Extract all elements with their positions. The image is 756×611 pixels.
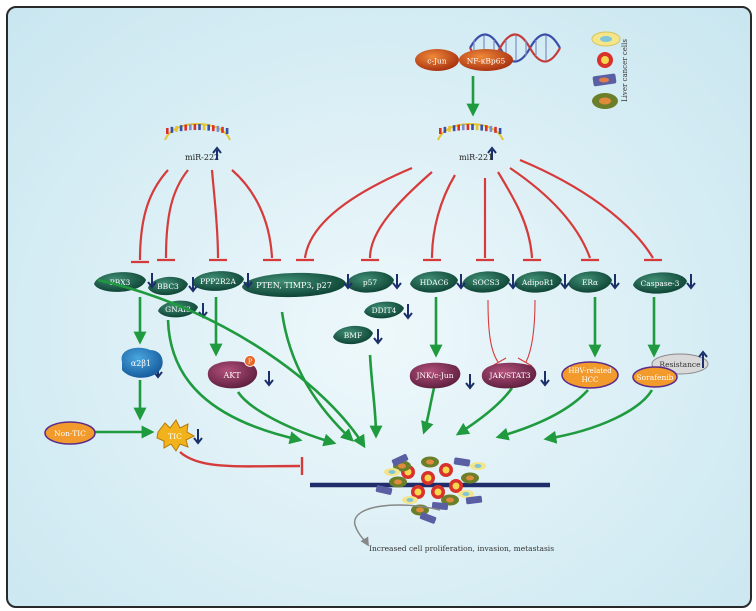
era-label: ERα <box>582 278 598 287</box>
adipor1-down-arrow <box>560 274 570 290</box>
jakstat-node <box>481 362 537 389</box>
akt-node <box>207 361 258 389</box>
jnk-label: JNK/c-Jun <box>415 371 453 380</box>
mir222-up-arrow <box>212 146 222 160</box>
p57-label: p57 <box>363 278 378 287</box>
tic-inhibition-line <box>179 451 301 468</box>
caspase3-down-arrow <box>686 274 696 290</box>
ddit4-label: DDIT4 <box>372 306 397 315</box>
era-down-arrow <box>610 274 620 290</box>
mir222-label: miR-222 <box>185 153 219 162</box>
resistance-up-arrow <box>698 350 708 368</box>
resistance-label: Resistance <box>659 360 701 369</box>
outcome-label: Increased cell proliferation, invasion, … <box>369 544 554 553</box>
hdac6-down-arrow <box>456 274 466 290</box>
mir222-inhibition-lines <box>131 169 281 264</box>
gnai3-label: GNAI3 <box>165 305 191 314</box>
ddit4-node <box>364 301 404 319</box>
mir221-label: miR-221 <box>459 153 493 162</box>
cell-cluster <box>375 453 486 524</box>
pten-down-arrow <box>343 274 353 290</box>
ppp2r2a-label: PPP2R2A <box>200 277 236 286</box>
pten-node <box>242 272 346 298</box>
phospho-badge <box>244 355 256 367</box>
a2b1-node <box>121 347 163 378</box>
outcome-curve-arrow <box>354 504 441 547</box>
gnai3-node <box>158 300 198 318</box>
hbv-hcc-label-2: HCC <box>582 376 599 384</box>
pbx3-down-arrow <box>147 273 157 289</box>
jakstat-label: JAK/STAT3 <box>488 371 530 380</box>
tic-label: TIC <box>168 432 182 441</box>
non-tic-label: Non-TIC <box>54 429 86 438</box>
cjun-label: c-Jun <box>427 57 447 66</box>
hdac6-label: HDAC6 <box>420 278 449 287</box>
ddit4-down-arrow <box>403 304 413 320</box>
non-tic-node <box>44 421 96 445</box>
pten-label: PTEN, TIMP3, p27 <box>256 281 332 290</box>
mir222-hairpin <box>164 122 231 141</box>
legend-label: Liver cancer cells <box>621 39 629 102</box>
mir221-hairpin <box>437 122 504 141</box>
activation-arrows <box>94 278 661 449</box>
tic-down-arrow <box>193 429 203 445</box>
tic-node <box>156 419 196 452</box>
pbx3-label: PBX3 <box>110 278 131 287</box>
hbv-hcc-node <box>561 361 619 389</box>
adipor1-node <box>514 271 562 293</box>
socs-adipor-inhibition <box>487 299 536 367</box>
socs3-node <box>462 271 510 293</box>
bbc3-node <box>148 276 188 296</box>
bmf-node <box>333 325 373 345</box>
adipor1-label: AdipoR1 <box>521 278 554 287</box>
hdac6-node <box>410 271 458 293</box>
bmf-down-arrow <box>373 329 383 345</box>
caspase3-node <box>633 272 687 294</box>
ppp2r2a-down-arrow <box>243 273 253 289</box>
p57-node <box>346 271 394 293</box>
era-node <box>568 271 612 293</box>
bmf-label: BMF <box>344 331 362 340</box>
cell-legend <box>591 31 621 109</box>
mir221-inhibition-lines <box>296 158 662 262</box>
sorafenib-node <box>632 366 678 388</box>
caspase3-label: Caspase-3 <box>641 279 680 288</box>
a2b1-label: α2β1 <box>131 359 151 368</box>
sorafenib-label: Sorafenib <box>637 373 674 382</box>
jakstat-down-arrow <box>540 371 550 387</box>
akt-p-label: P <box>248 359 252 366</box>
p57-down-arrow <box>392 274 402 290</box>
downregulation-arrows <box>147 273 696 445</box>
pbx3-node <box>94 272 146 292</box>
bbc3-down-arrow <box>188 277 198 293</box>
mir221-up-arrow <box>487 146 497 160</box>
nfkb-node <box>459 49 513 71</box>
hbv-hcc-label-1: HBV-related <box>568 367 612 375</box>
jnk-down-arrow <box>465 374 475 390</box>
bbc3-label: BBC3 <box>157 282 179 291</box>
akt-label: AKT <box>222 371 241 380</box>
ppp2r2a-node <box>192 271 244 291</box>
jnk-node <box>409 362 461 389</box>
nfkb-label: NF-κBp65 <box>467 57 506 66</box>
cjun-node <box>415 49 459 71</box>
socs3-down-arrow <box>508 274 518 290</box>
socs3-label: SOCS3 <box>473 278 500 287</box>
akt-down-arrow <box>264 371 274 387</box>
